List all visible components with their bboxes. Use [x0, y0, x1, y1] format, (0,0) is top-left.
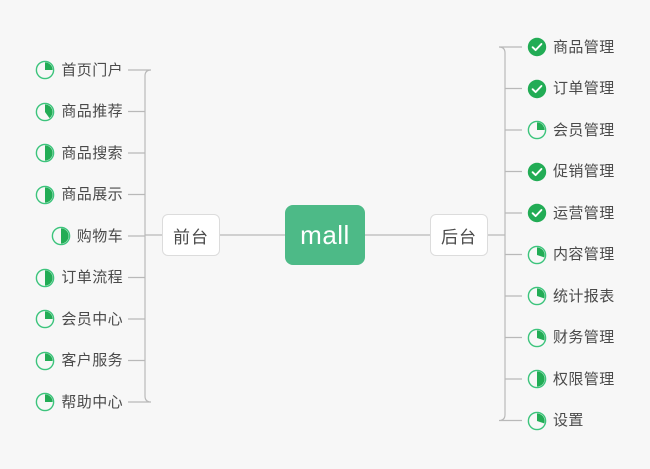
leaf-item[interactable]: 帮助中心 — [35, 389, 123, 415]
leaf-item-label: 订单管理 — [553, 80, 615, 97]
leaf-item-label: 帮助中心 — [61, 393, 123, 411]
progress-circle-icon — [36, 268, 55, 287]
leaf-item-label: 商品管理 — [553, 38, 615, 56]
leaf-item[interactable]: 订单管理 — [527, 76, 615, 102]
leaf-item-label: 促销管理 — [553, 163, 615, 180]
leaf-item-label: 权限管理 — [553, 370, 615, 388]
leaf-item-label: 订单流程 — [61, 269, 123, 286]
check-circle-icon — [527, 79, 547, 98]
progress-circle-icon — [36, 392, 55, 412]
progress-circle-icon — [527, 328, 547, 347]
leaf-item-label: 商品推荐 — [61, 103, 123, 120]
leaf-item[interactable]: 客户服务 — [35, 348, 123, 374]
leaf-item[interactable]: 运营管理 — [527, 200, 615, 226]
leaf-item[interactable]: 权限管理 — [527, 366, 615, 392]
leaf-item[interactable]: 商品搜索 — [35, 140, 123, 166]
leaf-item[interactable]: 商品推荐 — [35, 99, 123, 125]
branch-node-backend-label: 后台 — [441, 227, 477, 247]
check-circle-icon — [527, 162, 547, 181]
leaf-item[interactable]: 会员中心 — [35, 306, 123, 332]
leaf-item-label: 运营管理 — [553, 204, 615, 222]
leaf-item-label: 商品展示 — [61, 186, 123, 203]
progress-circle-icon — [36, 309, 55, 329]
root-node-label: mall — [300, 219, 350, 250]
leaf-item-label: 客户服务 — [61, 352, 123, 369]
leaf-item[interactable]: 订单流程 — [35, 265, 123, 291]
branch-node-frontend-label: 前台 — [173, 227, 209, 247]
progress-circle-icon — [36, 60, 55, 80]
leaf-item[interactable]: 财务管理 — [527, 325, 615, 351]
leaf-item[interactable]: 内容管理 — [527, 242, 615, 268]
check-circle-icon — [527, 203, 547, 223]
progress-circle-icon — [527, 245, 547, 264]
leaf-item[interactable]: 首页门户 — [35, 57, 123, 83]
leaf-item[interactable]: 商品管理 — [527, 34, 615, 60]
leaf-item[interactable]: 购物车 — [51, 223, 123, 249]
leaf-item-label: 商品搜索 — [61, 144, 123, 162]
leaf-item-label: 统计报表 — [553, 287, 615, 305]
leaf-item[interactable]: 设置 — [527, 408, 584, 434]
leaf-item-label: 会员中心 — [61, 310, 123, 328]
branch-node-backend[interactable]: 后台 — [430, 214, 488, 256]
leaf-item-label: 会员管理 — [553, 121, 615, 139]
progress-circle-icon — [36, 185, 55, 204]
progress-circle-icon — [527, 286, 547, 306]
progress-circle-icon — [527, 411, 547, 430]
progress-circle-icon — [36, 102, 55, 121]
leaf-item[interactable]: 会员管理 — [527, 117, 615, 143]
leaf-item-label: 购物车 — [76, 227, 123, 245]
progress-circle-icon — [36, 143, 55, 163]
leaf-item-label: 设置 — [553, 412, 584, 429]
progress-circle-icon — [527, 369, 547, 389]
root-node-mall[interactable]: mall — [285, 205, 365, 265]
check-circle-icon — [527, 37, 547, 57]
leaf-item-label: 内容管理 — [553, 246, 615, 263]
leaf-item-label: 首页门户 — [61, 61, 123, 79]
progress-circle-icon — [527, 120, 547, 140]
progress-circle-icon — [36, 351, 55, 370]
leaf-item[interactable]: 统计报表 — [527, 283, 615, 309]
leaf-item-label: 财务管理 — [553, 329, 615, 346]
leaf-item[interactable]: 促销管理 — [527, 159, 615, 185]
branch-node-frontend[interactable]: 前台 — [162, 214, 220, 256]
progress-circle-icon — [51, 226, 71, 246]
leaf-item[interactable]: 商品展示 — [35, 182, 123, 208]
